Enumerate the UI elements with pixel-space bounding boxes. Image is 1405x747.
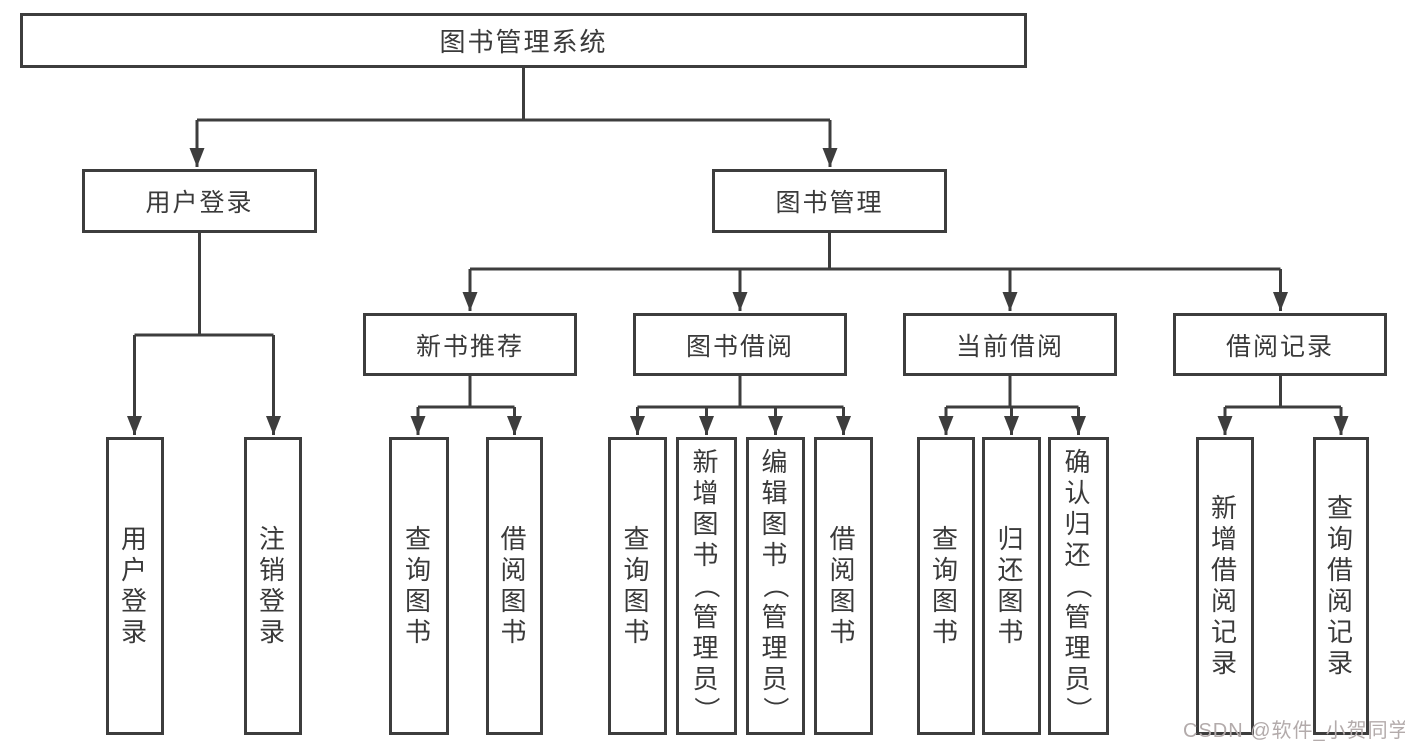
- leaf-logout-label: 注销登录: [258, 524, 287, 647]
- leaf-bb-borrow-books-label: 借阅图书: [829, 524, 858, 647]
- leaf-bb-edit-books-admin-label: 编辑图书（管理员）: [760, 446, 791, 725]
- node-user-login: 用户登录: [82, 169, 317, 233]
- leaf-cb-return-books-label: 归还图书: [997, 524, 1026, 647]
- node-borrowing-records-label: 借阅记录: [1225, 332, 1334, 361]
- connector-borrow-records-children: [1217, 376, 1349, 435]
- connector-book-borrow-children: [630, 376, 851, 435]
- watermark: CSDN @软件_小贺同学: [1183, 720, 1405, 742]
- node-new-book-recommendation: 新书推荐: [363, 313, 577, 376]
- node-current-borrowing-label: 当前借阅: [955, 332, 1064, 361]
- node-book-management-label: 图书管理: [775, 189, 884, 217]
- leaf-bb-add-books-admin: 新增图书（管理员）: [676, 437, 737, 735]
- node-root: 图书管理系统: [20, 13, 1027, 68]
- leaf-rec-query-books-label: 查询图书: [404, 524, 433, 647]
- node-root-label: 图书管理系统: [439, 27, 608, 57]
- leaf-cb-query-books-label: 查询图书: [931, 524, 960, 647]
- node-borrowing-records: 借阅记录: [1173, 313, 1387, 376]
- leaf-rec-query-books: 查询图书: [389, 437, 449, 735]
- leaf-user-login-label: 用户登录: [120, 524, 149, 647]
- connector-book-mgmt-children: [462, 233, 1288, 311]
- node-book-management: 图书管理: [712, 169, 947, 233]
- leaf-bb-query-books-label: 查询图书: [623, 524, 652, 647]
- leaf-rec-borrow-books-label: 借阅图书: [500, 524, 529, 647]
- leaf-bb-borrow-books: 借阅图书: [814, 437, 873, 735]
- connector-new-book-rec-children: [410, 376, 522, 435]
- node-book-borrowing: 图书借阅: [633, 313, 847, 376]
- leaf-cb-confirm-return-admin-label: 确认归还（管理员）: [1063, 446, 1094, 725]
- node-book-borrowing-label: 图书借阅: [685, 332, 794, 361]
- connector-root-to-level2: [189, 68, 838, 167]
- node-user-login-label: 用户登录: [145, 189, 254, 217]
- leaf-bb-query-books: 查询图书: [608, 437, 667, 735]
- connector-current-borrow-children: [938, 376, 1086, 435]
- leaf-logout: 注销登录: [244, 437, 302, 735]
- leaf-cb-return-books: 归还图书: [982, 437, 1041, 735]
- leaf-br-add-record: 新增借阅记录: [1196, 437, 1254, 735]
- leaf-user-login: 用户登录: [106, 437, 164, 735]
- leaf-bb-add-books-admin-label: 新增图书（管理员）: [691, 446, 722, 725]
- leaf-br-query-record-label: 查询借阅记录: [1326, 493, 1355, 678]
- leaf-br-query-record: 查询借阅记录: [1313, 437, 1369, 735]
- leaf-br-add-record-label: 新增借阅记录: [1210, 493, 1239, 678]
- node-new-book-recommendation-label: 新书推荐: [415, 332, 524, 361]
- leaf-cb-confirm-return-admin: 确认归还（管理员）: [1048, 437, 1109, 735]
- node-current-borrowing: 当前借阅: [903, 313, 1117, 376]
- connector-user-login-children: [127, 233, 281, 435]
- leaf-rec-borrow-books: 借阅图书: [486, 437, 543, 735]
- leaf-bb-edit-books-admin: 编辑图书（管理员）: [746, 437, 805, 735]
- leaf-cb-query-books: 查询图书: [917, 437, 975, 735]
